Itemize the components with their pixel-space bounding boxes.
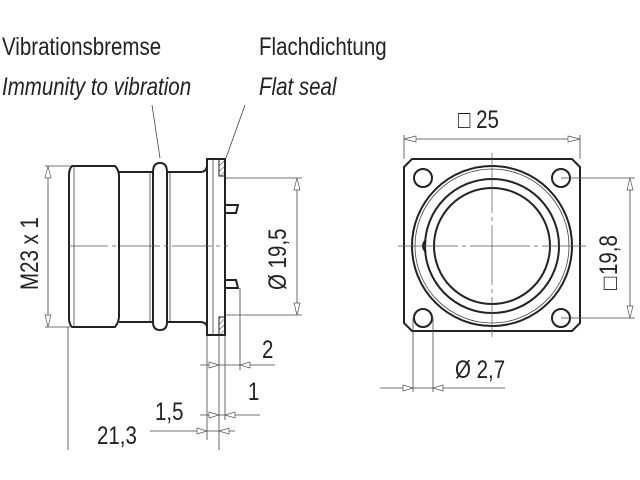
front-view (398, 153, 586, 337)
dim-square-25: □ 25 (458, 105, 499, 133)
leader-vibration (151, 104, 161, 159)
dim-diameter-19-5: Ø 19,5 (263, 228, 291, 290)
dim-21-3: 21,3 (97, 421, 137, 449)
side-view (68, 158, 240, 336)
front-dimensions (380, 135, 635, 392)
dim-2: 2 (262, 335, 273, 363)
label-vibration-en: Immunity to vibration (2, 72, 191, 100)
label-seal-de: Flachdichtung (259, 32, 387, 60)
dim-thread: M23 x 1 (15, 217, 43, 290)
side-dimensions (44, 165, 302, 450)
leader-seal (225, 104, 246, 159)
dim-1: 1 (248, 377, 259, 405)
dim-hole-spacing-symbol: □ (597, 277, 622, 290)
dim-1-5: 1,5 (155, 397, 183, 425)
label-seal-en: Flat seal (259, 72, 337, 100)
dim-hole-spacing: 19,8 (594, 235, 622, 275)
label-vibration-de: Vibrationsbremse (2, 32, 161, 60)
dim-hole-diameter: Ø 2,7 (455, 355, 505, 383)
